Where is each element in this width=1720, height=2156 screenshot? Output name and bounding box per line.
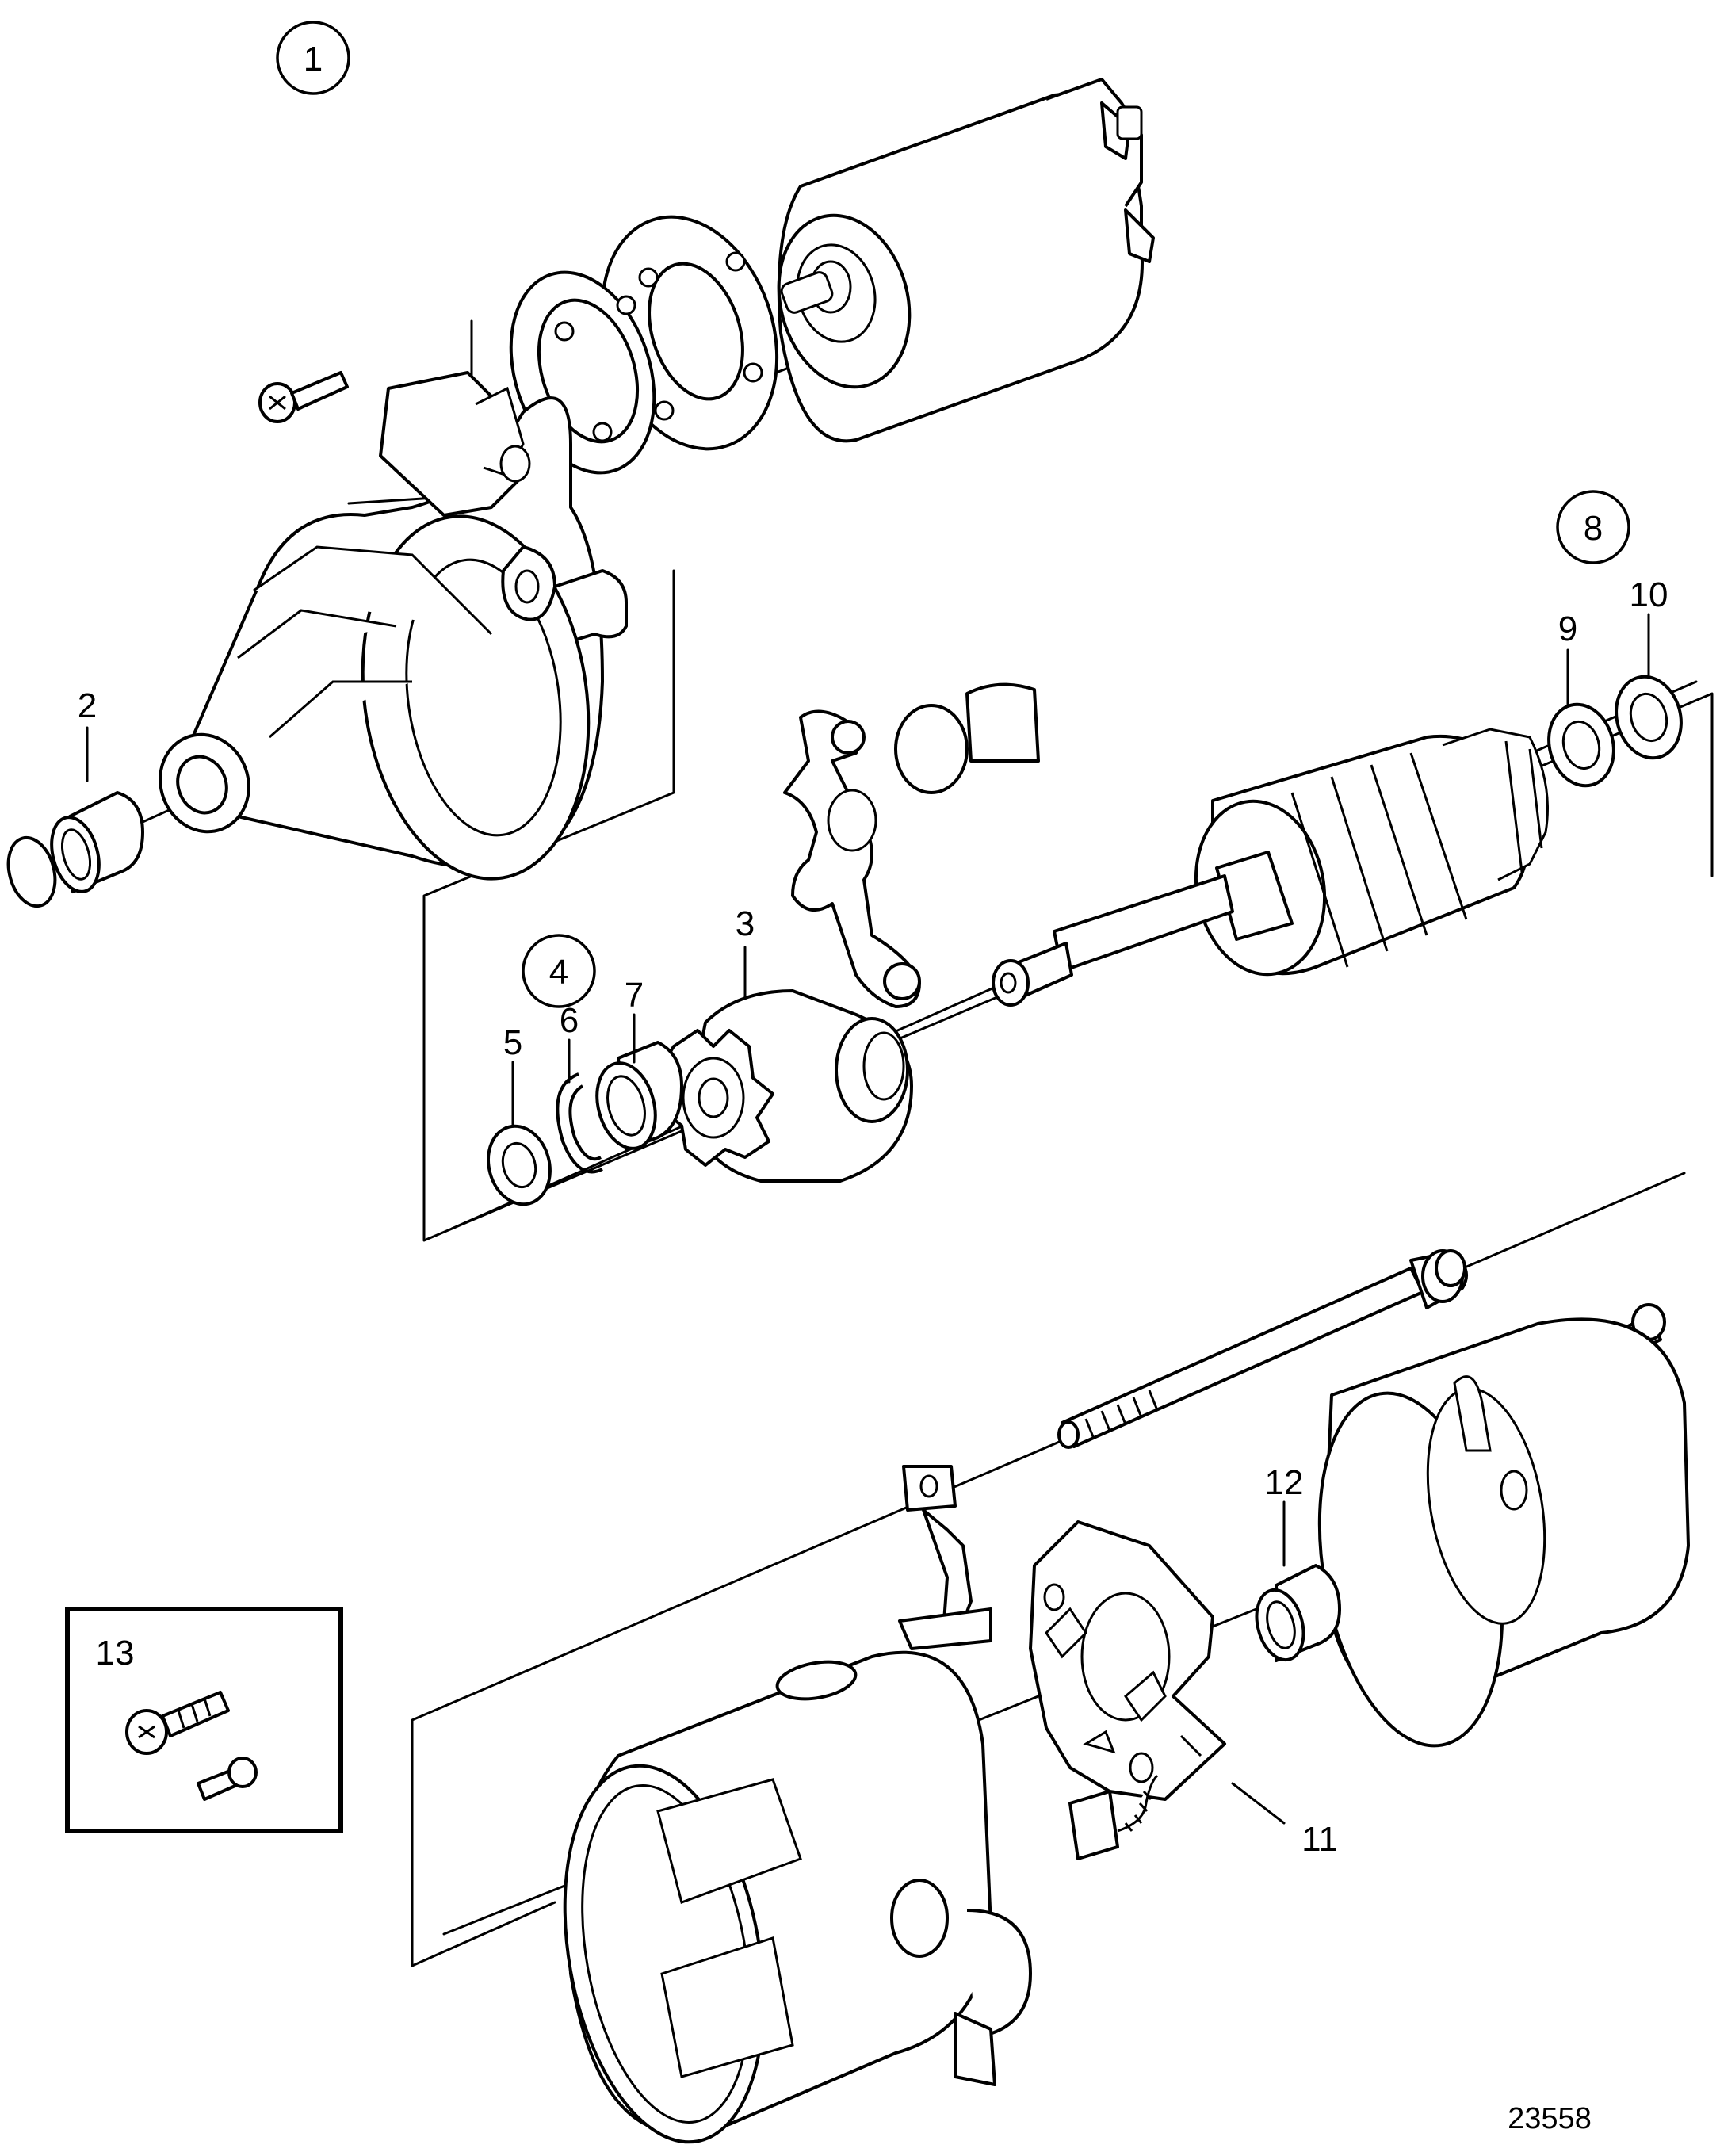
group-bracket-4-8 <box>422 569 1714 1242</box>
callout-label-11: 11 <box>1301 1820 1338 1859</box>
engagement-lever <box>783 709 921 1008</box>
washer-5 <box>487 1124 552 1206</box>
bushing-2 <box>50 791 144 893</box>
rubber-seal-ring <box>894 704 969 794</box>
screw-top <box>258 371 349 423</box>
callout-label-10: 10 <box>1630 575 1668 614</box>
callout-label-4: 4 <box>549 953 568 992</box>
callout-circle-1 <box>276 21 350 95</box>
through-bolt <box>1057 1249 1468 1449</box>
armature <box>992 728 1549 1007</box>
commutator-end-cover <box>1317 1317 1690 1748</box>
brush-lead-top <box>898 1465 992 1650</box>
group-bracket-lower <box>411 1172 1686 1967</box>
callout-label-1: 1 <box>304 40 323 78</box>
callout-label-7: 7 <box>625 976 644 1015</box>
callout-label-2: 2 <box>78 686 97 725</box>
drawing-number: 23558 <box>1508 2102 1592 2135</box>
callout-label-12: 12 <box>1265 1463 1304 1502</box>
o-ring-nose <box>6 835 57 908</box>
callout-label-3: 3 <box>736 904 755 943</box>
brush-holder <box>1029 1520 1226 1801</box>
rubber-seal-block <box>965 682 1040 763</box>
callout-label-13: 13 <box>96 1634 135 1672</box>
callout-label-9: 9 <box>1558 610 1577 648</box>
brush-and-spring <box>1068 1774 1159 1860</box>
callout-label-5: 5 <box>503 1023 522 1062</box>
snap-ring-6 <box>556 1072 603 1174</box>
solenoid <box>777 78 1155 443</box>
drive-end-housing <box>159 371 628 881</box>
callout-label-6: 6 <box>560 1001 579 1040</box>
bushing-12 <box>1255 1564 1341 1662</box>
callout-label-8: 8 <box>1584 509 1603 548</box>
stop-ring-7 <box>595 1041 683 1151</box>
callout-circle-8 <box>1556 490 1630 564</box>
field-housing <box>563 1650 1032 2144</box>
kit-screw-large <box>125 1691 230 1755</box>
washer-9 <box>1547 702 1615 788</box>
pinion-drive <box>660 989 913 1183</box>
washer-10 <box>1615 675 1683 760</box>
kit-screw-small <box>197 1757 258 1801</box>
leader-11 <box>1231 1782 1286 1825</box>
callout-circle-4 <box>522 934 596 1008</box>
